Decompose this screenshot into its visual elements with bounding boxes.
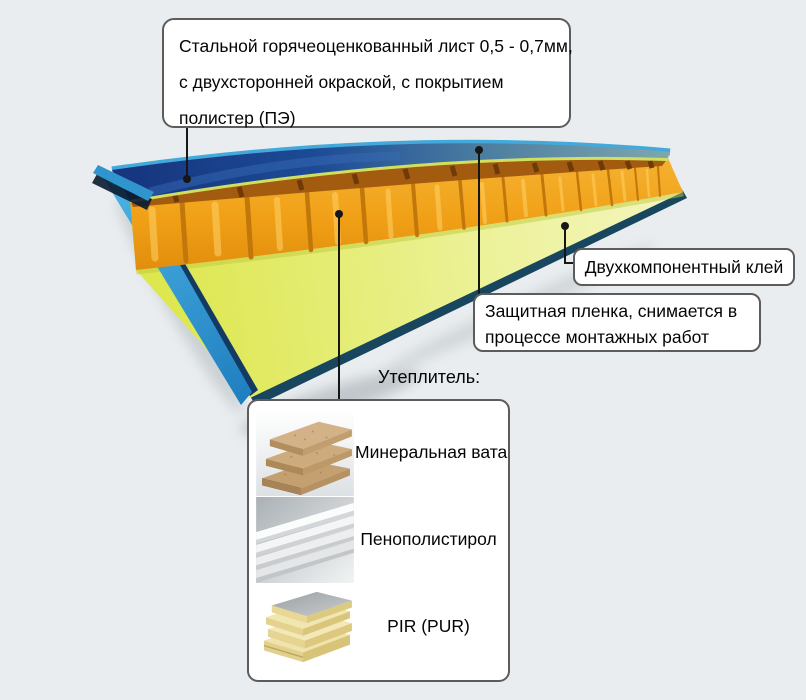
wool-board-3 — [262, 460, 350, 495]
polystyrene-label: Пенополистирол — [360, 529, 497, 549]
steel-sheet-text-line3: полистер (ПЭ) — [179, 108, 296, 128]
top-sheet — [92, 139, 671, 210]
steel-sheet-text-line1: Стальной горячеоценкованный лист 0,5 - 0… — [179, 36, 573, 56]
steel-sheet-text-line2: с двухсторонней окраской, с покрытием — [179, 72, 504, 92]
wool-block-grooves — [179, 166, 661, 264]
callout-connectors — [186, 128, 574, 400]
mineral-wool-image — [256, 409, 354, 496]
glue-callout: Двухкомпонентный клей — [573, 248, 795, 286]
film-text-line1: Защитная пленка, снимается в — [485, 301, 738, 321]
insulation-title: Утеплитель: — [378, 367, 481, 387]
insulation-option-pir: PIR (PUR) — [255, 583, 502, 670]
pir-label: PIR (PUR) — [387, 616, 470, 636]
film-text-line2: процессе монтажных работ — [485, 327, 709, 347]
insulation-option-mineral-wool: Минеральная вата — [255, 409, 507, 496]
insulation-options-box: Минеральная вата Пенополистирол — [247, 399, 510, 682]
wool-board-1 — [269, 421, 352, 456]
insulation-option-polystyrene: Пенополистирол — [255, 496, 502, 583]
steel-sheet-callout: Стальной горячеоценкованный лист 0,5 - 0… — [162, 18, 573, 128]
film-callout: Защитная пленка, снимается в процессе мо… — [473, 293, 761, 352]
wool-board-2 — [265, 440, 352, 475]
glue-text: Двухкомпонентный клей — [584, 256, 784, 277]
foam-boards — [256, 502, 354, 583]
wool-highlight-streaks — [148, 168, 651, 262]
glue-connector — [564, 226, 574, 264]
mineral-wool-label: Минеральная вата — [355, 442, 508, 462]
wool-top-strip — [130, 156, 668, 207]
polystyrene-image — [256, 496, 354, 583]
pir-image — [256, 583, 354, 670]
callout-connector-dots — [183, 146, 569, 230]
pir-board-1-gray-top — [271, 591, 352, 623]
